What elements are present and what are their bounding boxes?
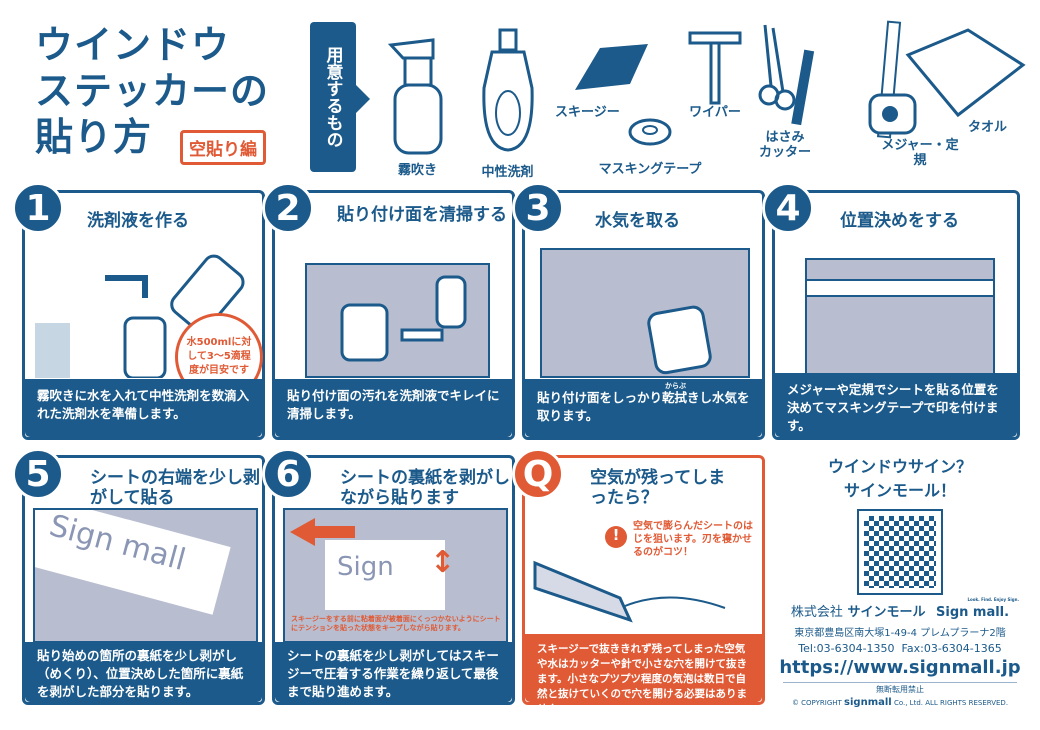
step-2-panel: 貼り付け面を清掃する 貼り付け面の汚れを洗剤液でキレイに清掃します。 <box>272 190 515 440</box>
copyright: © COPYRIGHT <box>791 699 842 707</box>
cutter-illustration <box>533 560 726 623</box>
step-1-panel: 洗剤液を作る 水500mlに対して3～5滴程度が目安です 霧吹きに水を入れて中性… <box>22 190 265 440</box>
tool-label: スキージー <box>555 105 620 120</box>
tool-towel: タオル <box>895 25 1030 135</box>
step-description: からぶ 貼り付け面をしっかり乾拭きし水気を取ります。 <box>525 379 762 437</box>
step-number: 3 <box>512 182 564 234</box>
faq-icon: Q <box>512 448 564 500</box>
step-title: 貼り付け面を清掃する <box>337 205 507 225</box>
squeegee-icon <box>575 44 648 90</box>
wiper-icon <box>688 31 742 105</box>
sheet-text: Sign mall <box>35 510 231 615</box>
step-number: 6 <box>262 448 314 500</box>
title-line: ウインドウ <box>35 23 231 67</box>
faq-panel: 空気が残ってしまったら？ ! 空気で膨らんだシートのはじを狙います。刃を寝かせる… <box>522 455 765 715</box>
tel: Tel:03-6304-1350 <box>798 642 895 655</box>
arrow-left-icon <box>290 518 355 546</box>
tool-label: タオル <box>967 120 1007 135</box>
step-title: 洗剤液を作る <box>87 211 189 231</box>
logo-tagline: Look. Find. Enjoy Sign. <box>967 597 1019 602</box>
tool-scissors: はさみ カッター <box>750 20 820 160</box>
signmall-logo: Sign mall. <box>936 605 1010 620</box>
scissors-cutter-icon <box>758 24 815 126</box>
tool-squeegee: スキージー <box>555 40 655 120</box>
tool-label: はさみ <box>765 130 805 145</box>
slogan: サインモール！ <box>843 481 956 500</box>
step-description: メジャーや定規でシートを貼る位置を決めてマスキングテープで印を付けます。 <box>775 373 1017 437</box>
tool-tape: マスキングテープ <box>585 115 715 177</box>
step-description-text: 貼り付け面をしっかり乾拭きし水気を取ります。 <box>537 390 750 423</box>
step-6-panel: シートの裏紙を剥がしながら貼ります Sign ↕ スキージーをする前に粘着面が被… <box>272 455 515 705</box>
step-title: シートの右端を少し剥がして貼る <box>90 468 260 508</box>
page-title: ウインドウ ステッカーの 貼り方 <box>35 22 269 160</box>
copyright-brand: signmall <box>844 697 892 708</box>
warning-text: スキージーをする前に粘着面が被着面にくっつかないようにシートにテンションを貼った… <box>291 615 501 632</box>
masking-tape-icon <box>628 118 672 146</box>
tool-wiper: ワイパー <box>675 25 755 120</box>
copyright: Co., Ltd. ALL RIGHTS RESERVED. <box>893 699 1009 707</box>
tape-measure-icon <box>868 20 917 139</box>
step-description: 霧吹きに水を入れて中性洗剤を数滴入れた洗剤水を準備します。 <box>25 379 262 437</box>
slogan: ウインドウサイン？ <box>827 457 972 476</box>
step-4-panel: 位置決めをする メジャーや定規でシートを貼る位置を決めてマスキングテープで印を付… <box>772 190 1020 440</box>
address: 東京都豊島区南大塚1-49-4 プレムプラーナ2階 <box>794 628 1006 639</box>
company-info: ウインドウサイン？ サインモール！ 株式会社 サインモール Sign mall.… <box>775 455 1025 708</box>
tool-label: ワイパー <box>689 105 741 120</box>
subtitle-tag: 空貼り編 <box>180 130 266 165</box>
tool-label: 中性洗剤 <box>481 165 534 180</box>
spray-bottle-icon <box>387 38 442 155</box>
sheet-text: Sign <box>325 540 445 610</box>
prep-label: 用意するもの <box>310 22 356 172</box>
step-number: 5 <box>12 448 64 500</box>
faq-tip: 空気で膨らんだシートのはじを狙います。刃を寝かせるのがコツ！ <box>633 521 753 558</box>
towel-icon <box>905 28 1026 118</box>
title-line: 貼り方 <box>35 115 153 159</box>
tool-measure: メジャー・定規 <box>840 20 960 168</box>
exclamation-icon: ! <box>605 526 627 548</box>
step-description: シートの裏紙を少し剥がしてはスキージーで圧着する作業を繰り返して最後まで貼り進め… <box>275 642 512 702</box>
company-name: サインモール <box>847 605 926 620</box>
step-number: 4 <box>762 182 814 234</box>
window-illustration: Sign ↕ スキージーをする前に粘着面が被着面にくっつかないようにシートにテン… <box>283 508 508 643</box>
arrow-icon <box>356 85 370 113</box>
step-number: 2 <box>262 182 314 234</box>
tool-detergent: 中性洗剤 <box>470 28 545 180</box>
website-link[interactable]: https://www.signmall.jp <box>779 657 1021 678</box>
tool-label: カッター <box>758 145 811 160</box>
step-description: 貼り始めの箇所の裏紙を少し剥がし（めくり）、位置決めした箇所に裏紙を剥がした部分… <box>25 642 262 702</box>
window-illustration <box>801 258 1003 378</box>
step-3-panel: 水気を取る からぶ 貼り付け面をしっかり乾拭きし水気を取ります。 <box>522 190 765 440</box>
window-illustration <box>540 248 750 378</box>
step-title: 位置決めをする <box>840 211 959 231</box>
step-title: 水気を取る <box>595 211 680 231</box>
qr-code[interactable] <box>857 509 943 595</box>
title-line: ステッカーの <box>35 69 270 113</box>
ruby-text: からぶ <box>665 382 686 390</box>
notice: 無断転用禁止 <box>783 682 1017 695</box>
faq-title: 空気が残ってしまったら？ <box>590 468 726 508</box>
tool-label: メジャー・定規 <box>881 138 959 168</box>
tool-label: 霧吹き <box>397 163 437 178</box>
step-title: シートの裏紙を剥がしながら貼ります <box>340 468 510 508</box>
step-number: 1 <box>12 182 64 234</box>
faq-description: スキージーで抜ききれず残ってしまった空気や水はカッターや針で小さな穴を開けて抜き… <box>525 634 762 715</box>
tool-label: マスキングテープ <box>598 162 702 177</box>
step-description: 貼り付け面の汚れを洗剤液でキレイに清掃します。 <box>275 379 512 437</box>
company-prefix: 株式会社 <box>790 605 843 620</box>
window-illustration: Sign mall <box>33 508 258 643</box>
window-illustration <box>305 263 490 378</box>
tool-spray: 霧吹き <box>380 30 455 178</box>
step-5-panel: シートの右端を少し剥がして貼る Sign mall 貼り始めの箇所の裏紙を少し剥… <box>22 455 265 705</box>
fax: Fax:03-6304-1365 <box>901 642 1002 655</box>
detergent-icon <box>481 28 534 152</box>
arrow-updown-icon: ↕ <box>430 545 456 580</box>
